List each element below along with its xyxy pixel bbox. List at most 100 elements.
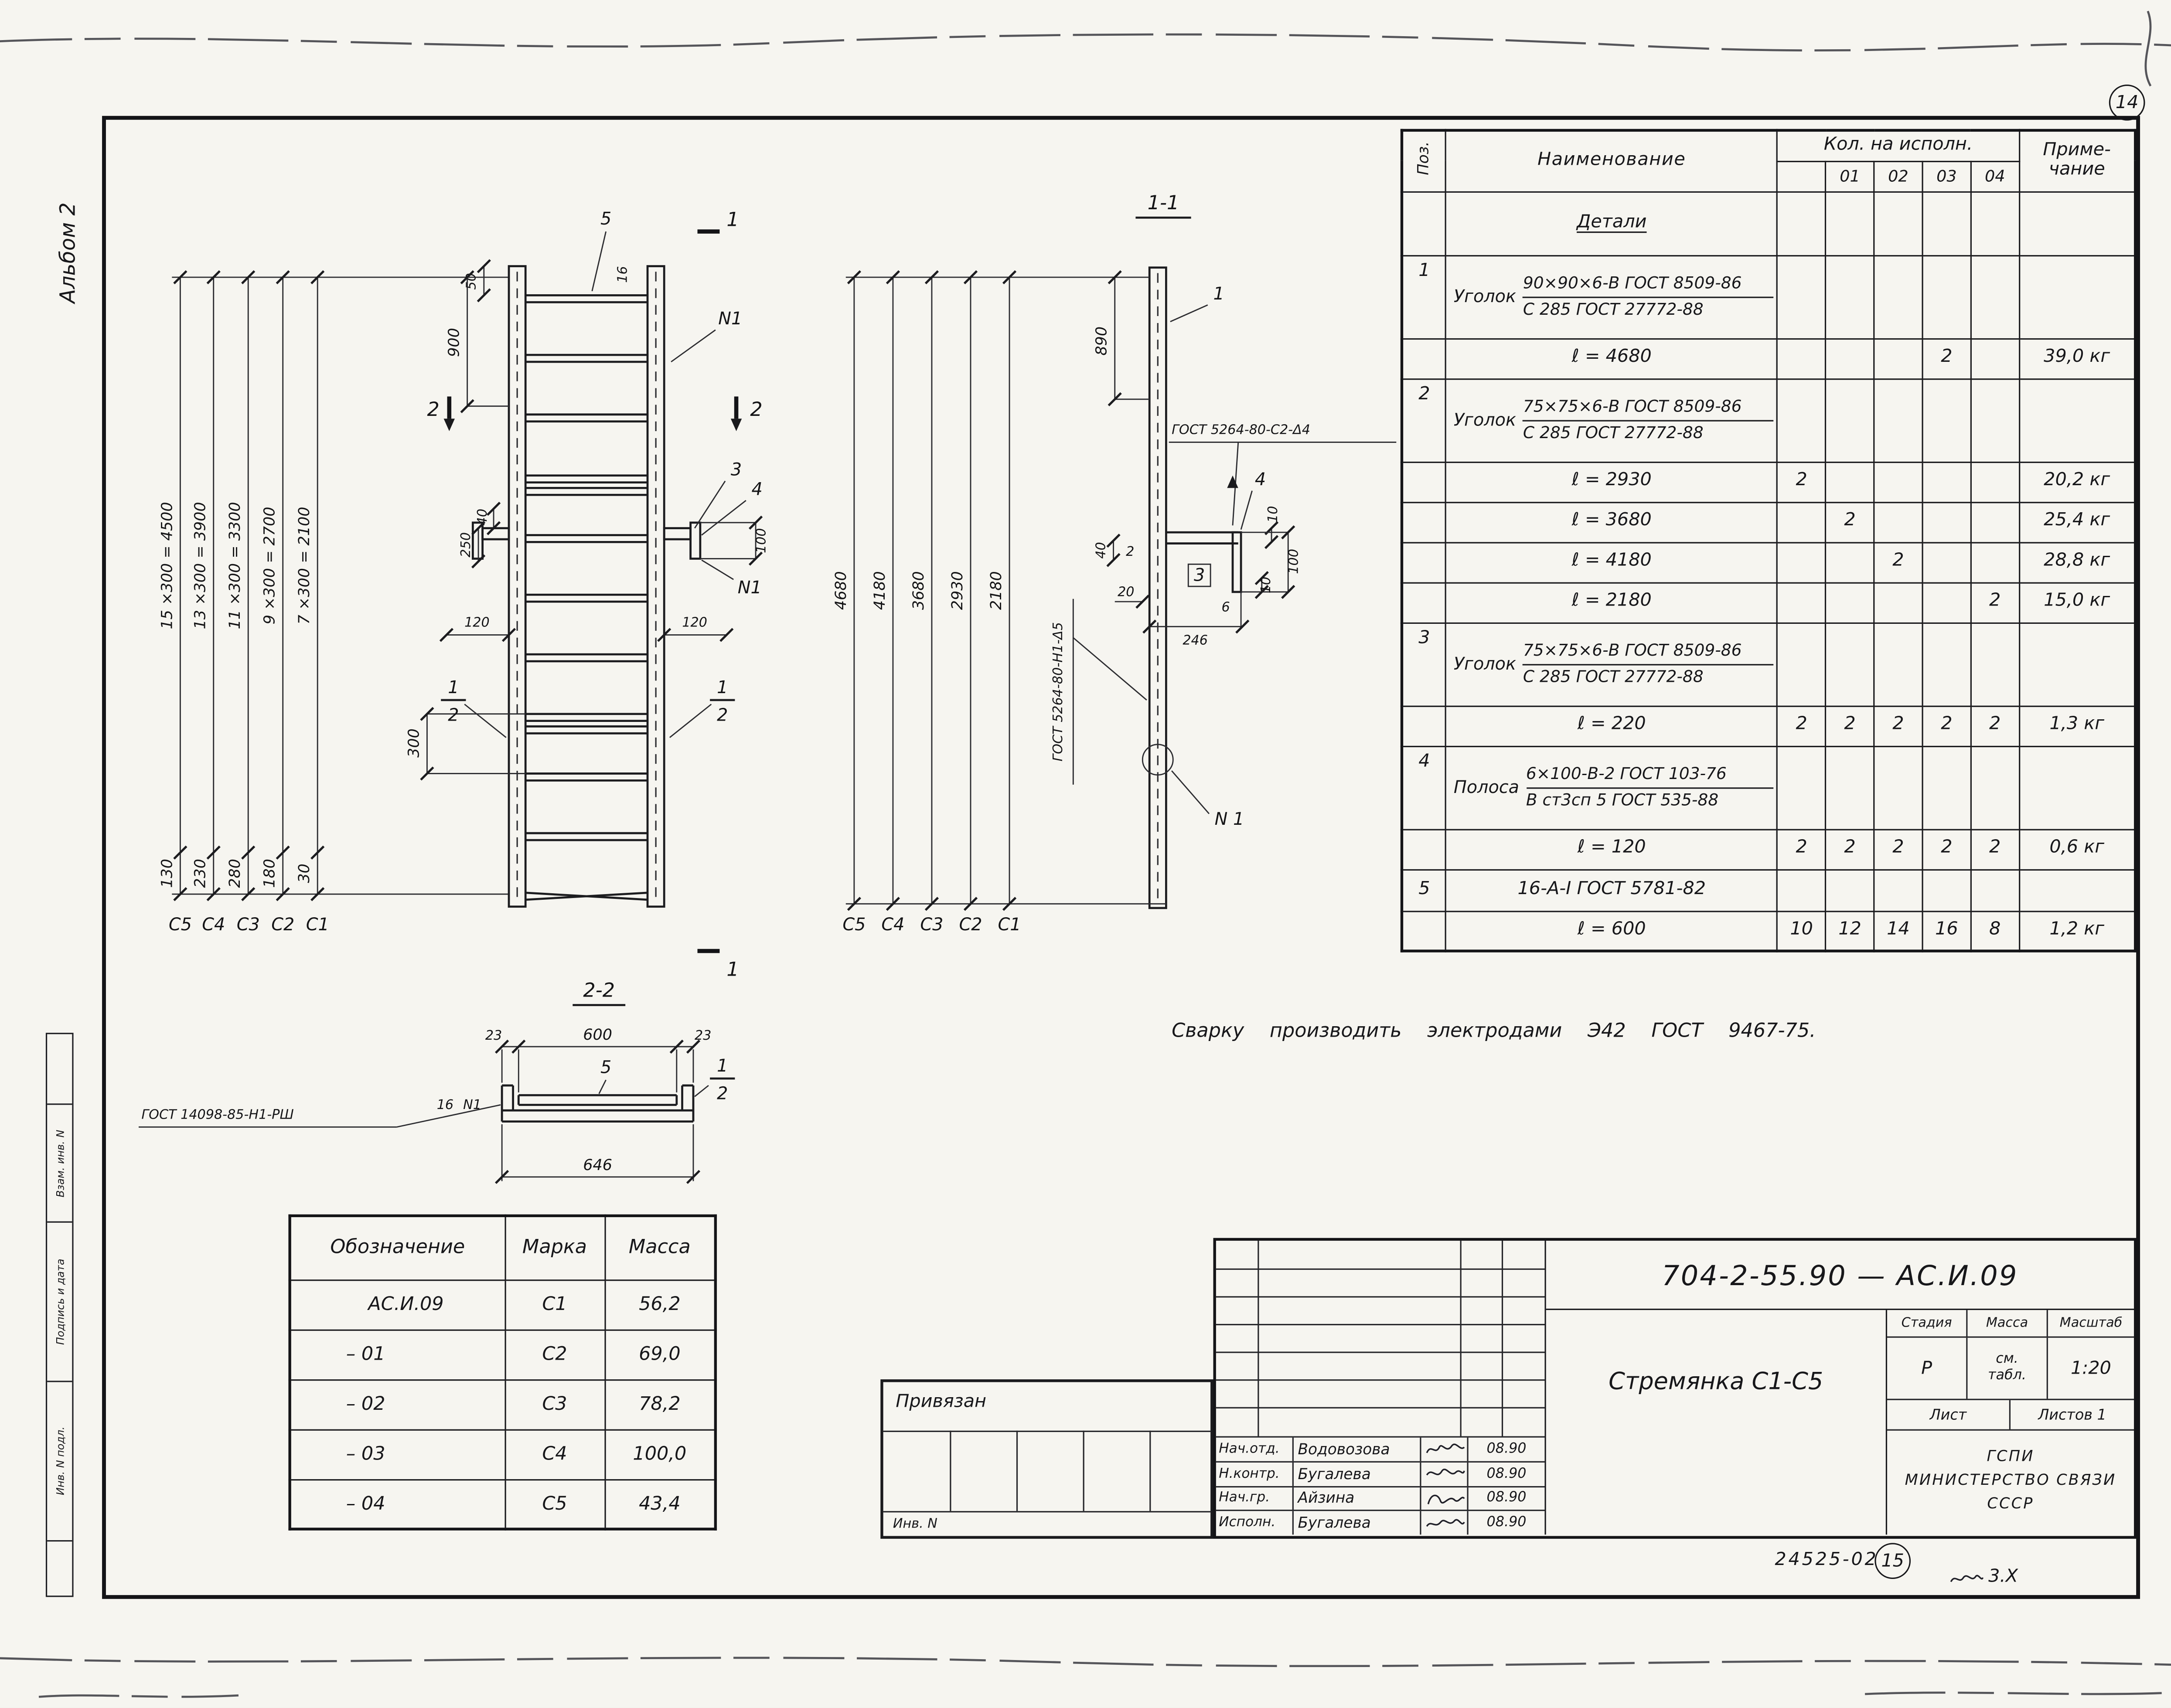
dim-label: 250 [458,532,474,558]
handwritten-note: 3.Х [1948,1566,2018,1587]
mass-cell: 39,0 кг [2018,337,2136,379]
item-spec: 90×90×6-В ГОСТ 8509-86 [1523,274,1774,298]
pos-label: 5 [600,209,611,229]
dim-label: 40 [1093,542,1108,558]
callout-num: 2 [717,1084,728,1104]
dim-label: 7 ×300 = 2100 [296,507,313,624]
signature-scribble [1421,1511,1469,1535]
marks-table: Обозначение Марка Масса АС.И.09 С1 56,2 … [288,1214,717,1531]
designation: – 04 [289,1478,506,1530]
stamp-cell-inv: Инв. N подл. [47,1381,72,1540]
sig-date: 08.90 [1486,1490,1527,1506]
signatures-block: Нач.отд. Водовозова 08.90 Н.контр. Бугал… [1216,1436,1546,1535]
spec-length-row: ℓ = 120 2 2 2 2 2 0,6 кг [1401,828,2136,870]
left-stamp-column: Взам. инв. N Подпись и дата Инв. N подл. [45,1033,74,1597]
qty-cell [1970,501,2020,543]
dim-label: 10 [1258,577,1274,593]
privyazan-label: Привязан [896,1392,987,1413]
stage-value-row: Р см.табл. 1:20 [1887,1337,2134,1400]
qty-cell: 2 [1873,705,1923,747]
qty-subcol: 03 [1922,160,1972,192]
mass-cell: 20,2 кг [2018,461,2136,503]
mass-value: см.табл. [1967,1337,2048,1399]
spec-header-row: Поз. Наименование Кол. на исполн. Приме-… [1401,129,2136,192]
item-length: ℓ = 3680 [1445,501,1778,543]
callout-num: 2 [717,705,728,725]
dim-label: 890 [1093,327,1111,356]
mass-cell: 1,2 кг [2018,910,2136,952]
revision-grid [1216,1241,1546,1436]
inv-n-label: Инв. N [893,1516,937,1532]
marks-header-row: Обозначение Марка Масса [289,1215,716,1280]
stamp-cell-vzam: Взам. инв. N [47,1103,72,1221]
section-title: 1-1 [1148,192,1179,214]
dim-label: 15 ×300 = 4500 [158,502,176,629]
qty-cell: 10 [1776,910,1827,952]
designation: – 01 [289,1329,506,1380]
pos-label: 4 [752,479,763,499]
torn-edges [0,10,2171,1698]
divider [950,1430,951,1511]
stamp-cell-podpis: Подпись и дата [47,1221,72,1381]
signature-row: Нач.гр. Айзина 08.90 [1216,1485,1545,1510]
qty-cell: 2 [1922,337,1972,379]
item-position: 1 [1401,254,1447,339]
qty-cell [1825,541,1875,583]
item-steel: С 285 ГОСТ 27772-88 [1523,422,1704,442]
qty-cell [1776,501,1827,543]
qty-cell [1873,461,1923,503]
weld-mark-label: N 1 [1215,809,1244,829]
qty-cell: 2 [1873,541,1923,583]
mass: 78,2 [603,1378,716,1430]
dim-label: 20 [1118,584,1134,599]
qty-cell: 2 [1776,461,1827,503]
dim-label: 4680 [832,571,850,610]
spec-length-row: ℓ = 2930 2 20,2 кг [1401,461,2136,503]
qty-cell [1970,337,2020,379]
item-length: ℓ = 220 [1445,705,1778,747]
qty-cell [1873,582,1923,623]
dim-label: 120 [464,615,490,630]
qty-cell [1825,337,1875,379]
qty-cell: 2 [1825,705,1875,747]
sig-name: Водовозова [1294,1437,1421,1461]
item-spec: 6×100-В-2 ГОСТ 103-76 [1526,765,1774,788]
document-number: 704-2-55.90 — АС.И.09 [1546,1241,2134,1310]
stamp-label: Подпись и дата [53,1259,66,1345]
col-qty-label: Кол. на исполн. [1776,129,2020,162]
dim-label: 6 [1222,599,1230,615]
sheet-row: Лист Листов 1 [1887,1400,2134,1431]
privyazan-box: Привязан Инв. N [880,1379,1213,1539]
qty-cell: 2 [1922,828,1972,870]
dim-label: 2 [1126,544,1134,559]
marks-row: – 04 С5 43,4 [289,1478,716,1530]
dim-label: 16 [615,266,630,282]
sig-name: Бугалева [1294,1511,1421,1535]
section-mark: 1 [726,208,739,231]
stamp-cell-empty [47,1034,72,1103]
dim-label: 4180 [871,571,889,610]
designation: АС.И.09 [289,1279,506,1330]
qty-cell: 8 [1970,910,2020,952]
callout-num: 2 [448,705,459,725]
sheets-total-label: Листов 1 [2038,1406,2106,1423]
spec-subheader-row: 01 02 03 04 [1402,160,2135,192]
sig-role: Н.контр. [1216,1462,1294,1486]
col-mass: Масса [603,1215,716,1280]
mark-label: С1 [306,915,329,935]
spec-length-row: ℓ = 2180 2 15,0 кг [1401,582,2136,623]
col-name-label: Наименование [1445,129,1778,192]
pos-label: 3 [1194,565,1205,585]
item-type: Уголок [1453,286,1517,306]
qty-cell [1873,501,1923,543]
qty-cell: 14 [1873,910,1923,952]
divider [1149,1430,1151,1511]
stamp-label: Взам. инв. N [53,1129,66,1197]
qty-subcol: 01 [1825,160,1875,192]
callout-num: 1 [717,677,728,697]
marks-row: – 03 С4 100,0 [289,1428,716,1480]
item-length: ℓ = 2180 [1445,582,1778,623]
item-steel: В ст3сп 5 ГОСТ 535-88 [1526,789,1719,809]
pos-label: 4 [1255,470,1266,490]
spec-length-row: ℓ = 3680 2 25,4 кг [1401,501,2136,543]
